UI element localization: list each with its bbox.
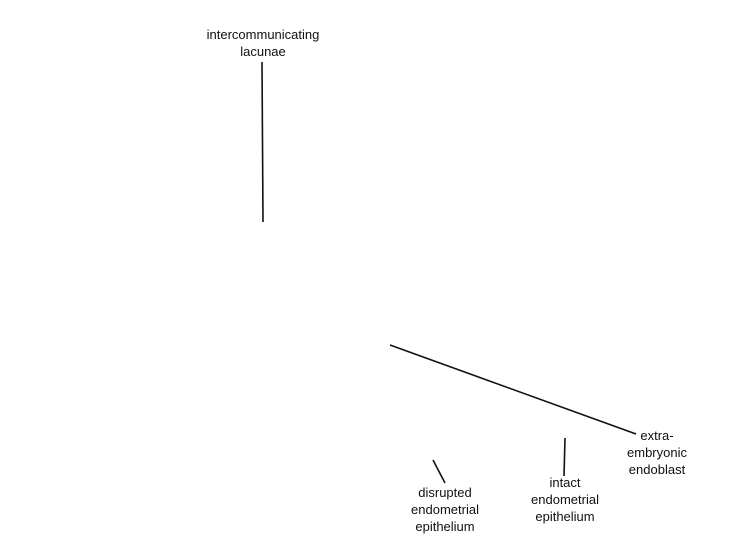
leader-line-disrupted bbox=[432, 459, 446, 484]
label-line: endometrial bbox=[531, 492, 599, 507]
label-line: embryonic bbox=[627, 445, 687, 460]
label-line: intact bbox=[549, 475, 581, 490]
label-line: endoblast bbox=[628, 462, 686, 477]
label-line: extra- bbox=[640, 428, 674, 443]
label-line: lacunae bbox=[240, 44, 286, 59]
label-line: epithelium bbox=[415, 519, 475, 534]
leader-line-lacunae bbox=[261, 61, 264, 223]
label-line: epithelium bbox=[535, 509, 595, 524]
label-disrupted-endometrial-epithelium: disrupted endometrial epithelium bbox=[385, 484, 505, 535]
leader-line-intact bbox=[563, 437, 566, 477]
label-line: intercommunicating bbox=[206, 27, 320, 42]
leader-line-endoblast bbox=[389, 344, 637, 435]
label-line: endometrial bbox=[411, 502, 479, 517]
label-intercommunicating-lacunae: intercommunicating lacunae bbox=[193, 26, 333, 60]
label-line: disrupted bbox=[418, 485, 472, 500]
label-intact-endometrial-epithelium: intact endometrial epithelium bbox=[510, 474, 620, 525]
label-extra-embryonic-endoblast: extra- embryonic endoblast bbox=[607, 427, 707, 478]
